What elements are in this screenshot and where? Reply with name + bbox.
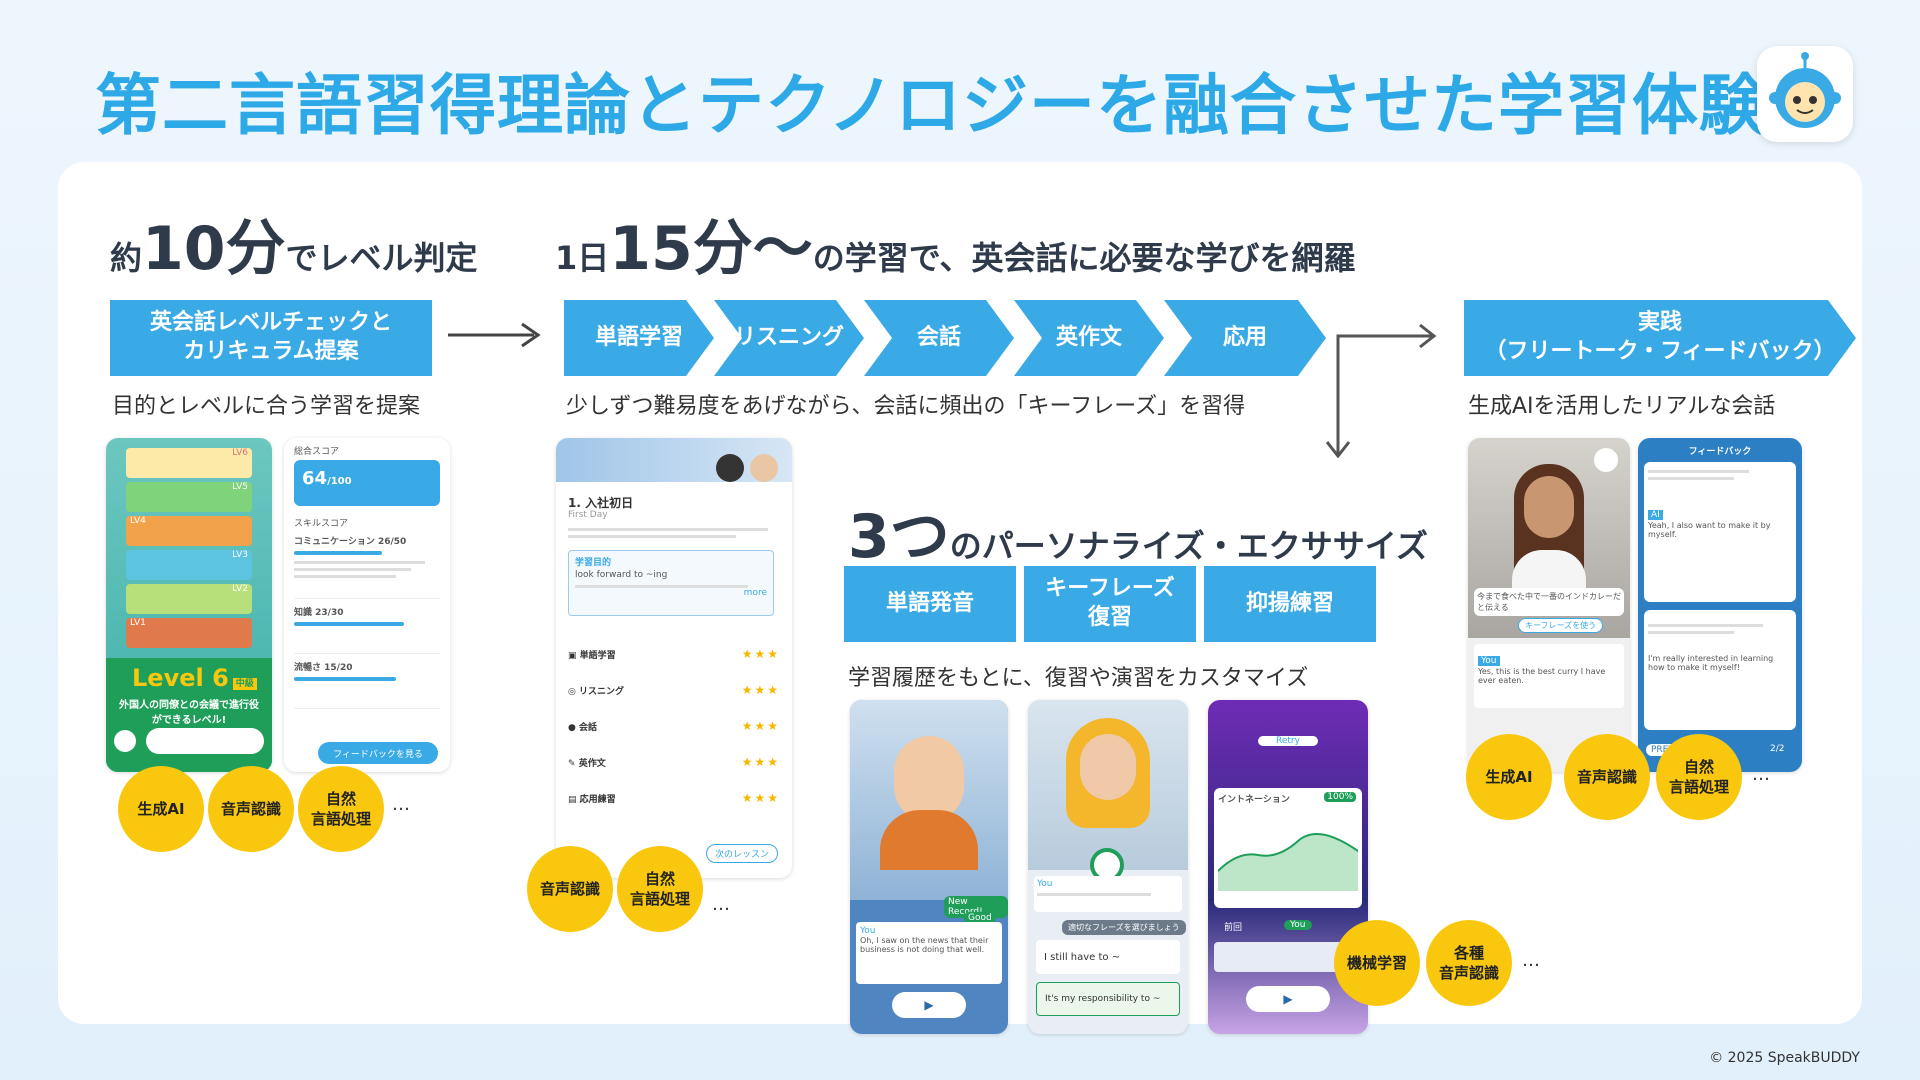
share-icon[interactable]	[114, 730, 136, 752]
tag-speech-recognition: 音声認識	[1564, 734, 1650, 820]
list-item[interactable]: ✎ 英作文★★★	[568, 755, 780, 769]
play-button[interactable]: ▶	[892, 992, 966, 1018]
page-title: 第二言語習得理論とテクノロジーを融合させた学習体験	[95, 67, 1767, 144]
next-lesson-button[interactable]: 次のレッスン	[706, 844, 779, 863]
total-score: 64/100	[294, 460, 440, 506]
timer-icon	[1594, 448, 1618, 472]
headline-level-check: 約10分でレベル判定	[110, 214, 478, 284]
tag-generative-ai: 生成AI	[118, 766, 204, 852]
avatar	[716, 454, 744, 482]
tag-speech-recognition: 各種音声認識	[1426, 920, 1512, 1006]
retry-button[interactable]: Retry	[1258, 736, 1318, 746]
list-item[interactable]: ▤ 応用練習★★★	[568, 791, 780, 805]
avatar	[894, 736, 964, 822]
list-item[interactable]: ▣ 単語学習★★★	[568, 647, 780, 661]
play-button[interactable]: ▶	[1246, 986, 1330, 1012]
headline-daily-study: 1日15分〜の学習で、英会話に必要な学びを網羅	[555, 214, 1356, 284]
list-item[interactable]: ◎ リスニング★★★	[568, 683, 780, 697]
exercise-pronunciation: 単語発音	[844, 566, 1016, 642]
phrase-option[interactable]: It's my responsibility to ~	[1036, 982, 1180, 1016]
phone-practice-feedback: フィードバック AI Yeah, I also want to make it …	[1638, 438, 1802, 772]
tag-speech-recognition: 音声認識	[527, 846, 613, 932]
arrow-right-icon	[448, 322, 541, 348]
avatar	[1080, 734, 1136, 800]
level-description: 外国人の同僚との会議で進行役ができるレベル!	[119, 700, 259, 726]
avatar	[750, 454, 778, 482]
phone-score: 総合スコア 64/100 スキルスコア コミュニケーション 26/50 知識 2…	[284, 438, 450, 772]
phone-exercise-keyphrase: You 適切なフレーズを選びましょう I still have to ~ It'…	[1028, 700, 1188, 1034]
phrase-option[interactable]: I still have to ~	[1036, 940, 1180, 974]
next-button[interactable]	[146, 728, 264, 754]
tag-speech-recognition: 音声認識	[208, 766, 294, 852]
lesson-step-list: ▣ 単語学習★★★ ◎ リスニング★★★ ● 会話★★★ ✎ 英作文★★★ ▤ …	[568, 636, 780, 816]
caption-keyphrase: 少しずつ難易度をあげながら、会話に頻出の「キーフレーズ」を習得	[566, 394, 1246, 419]
use-keyphrase-button[interactable]: キーフレーズを使う	[1518, 618, 1604, 633]
phone-practice-chat: 今まで食べた中で一番のインドカレーだと伝える キーフレーズを使う You Yes…	[1468, 438, 1630, 772]
phone-lesson: 1. 入社初日 First Day 学習目的 look forward to ~…	[556, 438, 792, 878]
step-vocabulary: 単語学習	[564, 300, 714, 376]
skill-list: コミュニケーション 26/50 知識 23/30 流暢さ 15/20	[294, 534, 440, 709]
phone-exercise-pronunciation: New Record! Good You Oh, I saw on the ne…	[850, 700, 1008, 1034]
caption-generative-ai: 生成AIを活用したリアルな会話	[1468, 394, 1776, 419]
view-feedback-button[interactable]: フィードバックを見る	[318, 742, 438, 764]
robot-mascot-icon	[1769, 52, 1841, 128]
learning-goal-box: 学習目的 look forward to ~ing more	[568, 550, 774, 616]
step-practice: 実践（フリートーク・フィードバック）	[1464, 300, 1856, 376]
intonation-graph	[1217, 833, 1359, 891]
tag-nlp: 自然言語処理	[1656, 734, 1742, 820]
caption-suggest: 目的とレベルに合う学習を提案	[112, 394, 421, 419]
tag-generative-ai: 生成AI	[1466, 734, 1552, 820]
step-composition: 英作文	[1014, 300, 1164, 376]
headline-personalize: 3つのパーソナライズ・エクササイズ	[848, 502, 1428, 572]
exercise-intonation: 抑揚練習	[1204, 566, 1376, 642]
tag-machine-learning: 機械学習	[1334, 920, 1420, 1006]
app-logo	[1757, 46, 1853, 142]
tag-nlp: 自然言語処理	[617, 846, 703, 932]
exercise-keyphrase-review: キーフレーズ復習	[1024, 566, 1196, 642]
branch-arrow-icon	[1325, 323, 1437, 458]
step-listening: リスニング	[714, 300, 864, 376]
level-stack: LV6 LV5 LV4 LV3 LV2 LV1	[126, 448, 252, 658]
copyright: © 2025 SpeakBUDDY	[1709, 1050, 1860, 1066]
tag-nlp: 自然言語処理	[298, 766, 384, 852]
list-item[interactable]: ● 会話★★★	[568, 719, 780, 733]
avatar	[1524, 476, 1574, 538]
step-level-check: 英会話レベルチェックとカリキュラム提案	[110, 300, 432, 376]
caption-customize: 学習履歴をもとに、復習や演習をカスタマイズ	[848, 666, 1309, 691]
